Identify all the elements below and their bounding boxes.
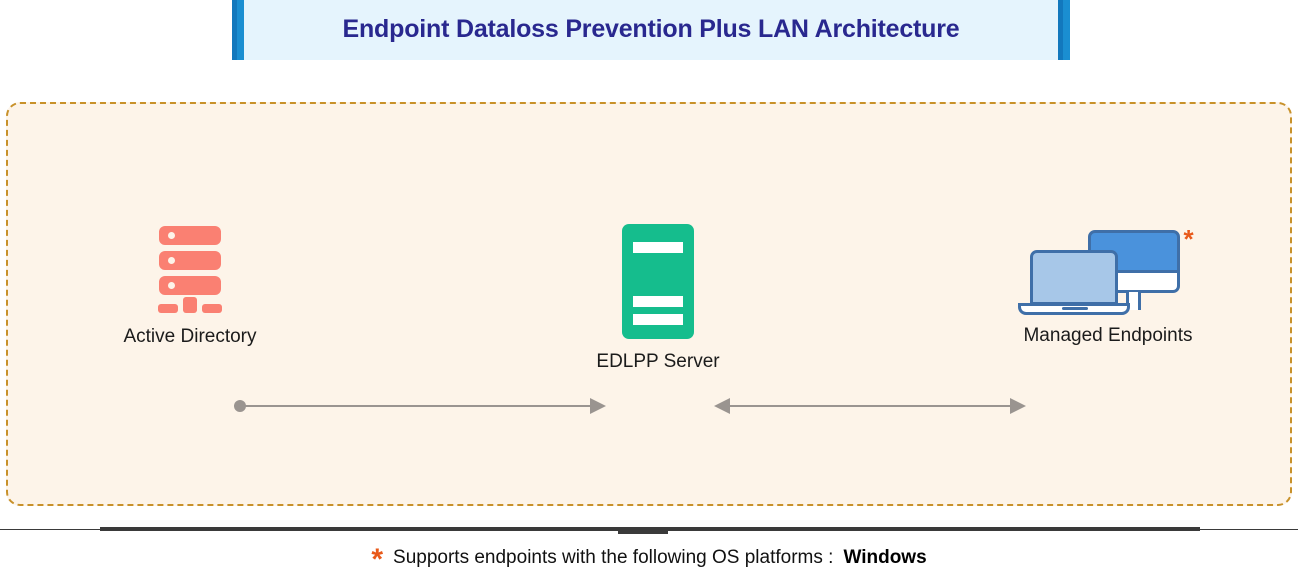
server-tower-icon — [622, 224, 694, 339]
node-active-directory[interactable]: Active Directory — [90, 226, 290, 349]
server-tower-bar — [633, 296, 683, 307]
server-tower-bar — [633, 314, 683, 325]
server-rack-bay — [159, 226, 221, 245]
footer-note: * Supports endpoints with the following … — [0, 543, 1298, 576]
server-rack-bay — [159, 251, 221, 270]
server-rack-foot — [158, 304, 178, 313]
header-right-accent-bar — [1058, 0, 1070, 60]
node-label-edlpp-server: EDLPP Server — [596, 351, 720, 372]
asterisk-badge-icon: * — [1183, 224, 1194, 254]
header-left-accent-bar — [232, 0, 244, 60]
server-rack-bay — [159, 276, 221, 295]
server-rack-foot — [183, 297, 197, 313]
header-banner: Endpoint Dataloss Prevention Plus LAN Ar… — [232, 0, 1070, 60]
connector-active-directory-to-edlpp-server — [234, 394, 606, 418]
server-tower-bar — [633, 242, 683, 253]
page-title: Endpoint Dataloss Prevention Plus LAN Ar… — [342, 15, 960, 43]
laptop-screen-icon — [1029, 250, 1118, 305]
footer-divider-segment — [618, 527, 668, 534]
architecture-panel: Active Directory EDLPP Server * Managed … — [6, 102, 1292, 506]
asterisk-icon: * — [371, 543, 384, 576]
node-edlpp-server[interactable]: EDLPP Server — [558, 224, 758, 374]
node-managed-endpoints[interactable]: * Managed Endpoints — [1008, 226, 1208, 348]
node-label-managed-endpoints: Managed Endpoints — [1023, 325, 1193, 346]
server-rack-foot — [202, 304, 222, 313]
footer-note-text: Supports endpoints with the following OS… — [393, 547, 834, 568]
node-label-active-directory: Active Directory — [123, 326, 257, 347]
desktop-laptop-icon: * — [1016, 226, 1201, 321]
connector-edlpp-server-to-managed-endpoints — [714, 394, 1026, 418]
footer-platform-list: Windows — [843, 547, 927, 568]
server-rack-icon — [157, 226, 223, 316]
laptop-trackpad-notch — [1061, 307, 1088, 310]
